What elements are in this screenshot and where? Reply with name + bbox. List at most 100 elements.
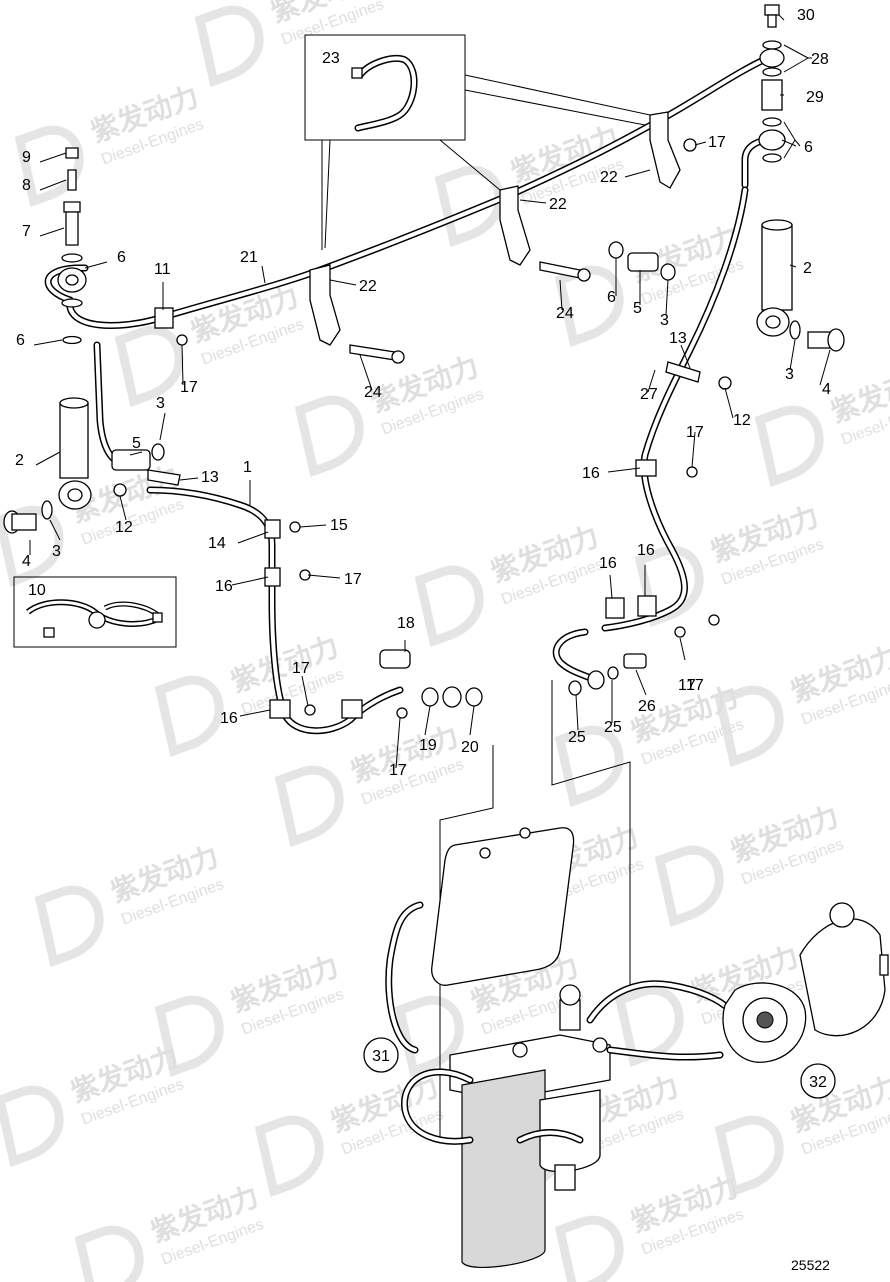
watermark-d-mark — [654, 845, 724, 927]
leader-line — [691, 431, 696, 468]
callout-c3b: 3 — [52, 543, 61, 560]
watermark-d-mark — [0, 505, 64, 587]
callout-c14: 14 — [208, 535, 226, 552]
leader-line — [39, 152, 67, 163]
watermark-d-mark — [394, 995, 464, 1077]
leader-line — [35, 451, 61, 466]
callout-c1: 1 — [243, 459, 252, 476]
callout-c17g: 17 — [678, 677, 696, 694]
circled-callout-c32: 32 — [800, 1063, 836, 1099]
watermark-d-mark — [714, 685, 784, 767]
leader-line — [129, 451, 143, 456]
callout-c13a: 13 — [201, 469, 219, 486]
callout-c6b: 6 — [16, 332, 25, 349]
callout-c7: 7 — [22, 223, 31, 240]
callout-c2b: 2 — [803, 260, 812, 277]
callout-circle — [800, 1063, 836, 1099]
callout-c29: 29 — [806, 89, 824, 106]
callout-c12b: 12 — [733, 412, 751, 429]
callout-c24b: 24 — [556, 305, 574, 322]
callout-c17c: 17 — [292, 660, 310, 677]
callout-c24a: 24 — [364, 384, 382, 401]
callout-c16e: 16 — [637, 542, 655, 559]
leader-line — [607, 467, 641, 473]
leader-line — [159, 412, 166, 441]
callout-c3a: 3 — [156, 395, 165, 412]
callout-c16a: 16 — [215, 578, 233, 595]
watermark-d-mark — [754, 405, 824, 487]
leader-line — [694, 141, 707, 146]
leader-line — [231, 576, 269, 586]
callout-c3d: 3 — [785, 366, 794, 383]
leader-line — [84, 261, 108, 269]
callout-c22c: 22 — [600, 169, 618, 186]
callout-c11: 11 — [154, 261, 171, 278]
callout-c30: 30 — [797, 7, 815, 24]
watermark-d-mark — [414, 565, 484, 647]
callout-c22b: 22 — [549, 196, 567, 213]
leader-line — [575, 694, 579, 731]
watermark-d-mark — [274, 765, 344, 847]
callout-c20: 20 — [461, 739, 479, 756]
leader-line — [33, 339, 63, 346]
leader-line — [819, 349, 831, 386]
document-number: 25522 — [791, 1257, 830, 1273]
leader-line — [789, 339, 796, 371]
callout-c22a: 22 — [359, 278, 377, 295]
leader-line — [783, 57, 809, 73]
callout-c3c: 3 — [660, 312, 669, 329]
leader-line — [783, 44, 809, 59]
callout-c17f: 17 — [708, 134, 726, 151]
pipe-1-left-delivery — [146, 486, 404, 735]
leader-line — [679, 637, 686, 661]
watermark-d-mark — [554, 725, 624, 807]
leader-line — [49, 519, 61, 541]
leader-line — [39, 227, 65, 237]
leader-line — [359, 354, 373, 391]
inset-10 — [13, 576, 177, 648]
leader-line — [179, 477, 199, 481]
leader-line — [519, 199, 547, 204]
watermark-d-mark — [254, 1115, 324, 1197]
feed-pump-assembly — [722, 902, 889, 1063]
callout-c25b: 25 — [604, 719, 622, 736]
pipe-left-vertical — [93, 341, 124, 466]
callout-c16c: 16 — [582, 465, 600, 482]
callout-c27: 27 — [640, 386, 658, 403]
callout-c5a: 5 — [132, 435, 141, 452]
watermark-d-mark — [714, 1115, 784, 1197]
callout-c21: 21 — [240, 249, 258, 266]
circled-callout-c31: 31 — [363, 1037, 399, 1073]
leader-line — [301, 675, 309, 707]
fuel-filter-assembly — [385, 827, 734, 1268]
callout-c10: 10 — [28, 582, 46, 599]
callout-c6d: 6 — [804, 139, 813, 156]
callout-c18: 18 — [397, 615, 415, 632]
left-fittings — [3, 147, 483, 719]
leader-line — [39, 179, 67, 191]
leader-line — [299, 524, 327, 528]
watermark-d-mark — [34, 885, 104, 967]
leader-line — [261, 265, 266, 284]
callout-c23: 23 — [322, 50, 340, 67]
leader-line — [665, 279, 669, 316]
callout-c19: 19 — [419, 737, 437, 754]
callout-c9: 9 — [22, 149, 31, 166]
callout-c8: 8 — [22, 177, 31, 194]
inset-23 — [304, 34, 651, 250]
callout-c2a: 2 — [15, 452, 24, 469]
callout-c4b: 4 — [822, 381, 831, 398]
watermark-d-mark — [0, 1085, 64, 1167]
circled-callouts: 31 32 — [363, 1037, 836, 1099]
